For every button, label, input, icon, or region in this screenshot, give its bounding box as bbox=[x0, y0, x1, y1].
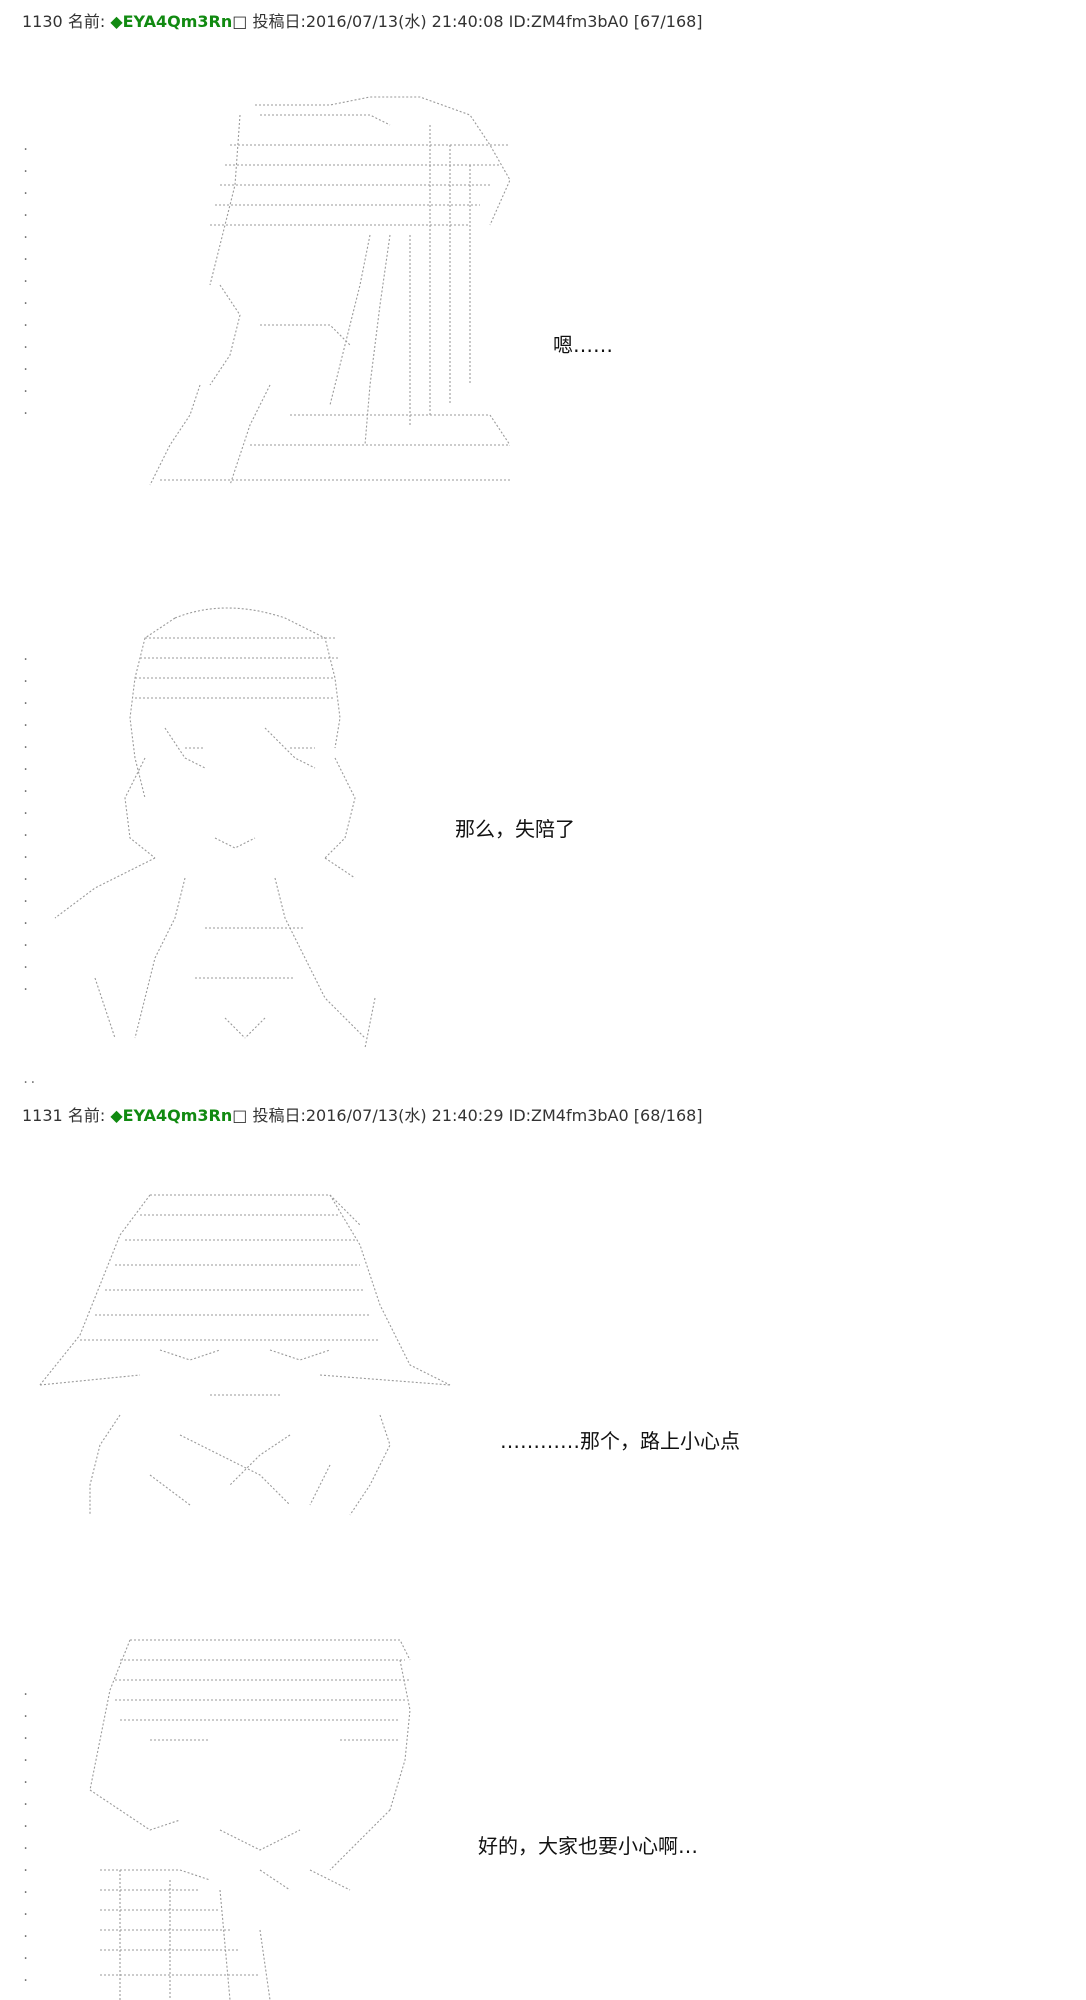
left-margin-dots: . . . . . . . . . . . . . bbox=[22, 139, 30, 417]
post-datetime: 2016/07/13(水) 21:40:29 bbox=[305, 1106, 504, 1125]
post-number: 1131 bbox=[22, 1106, 63, 1125]
speech-text: 嗯…… bbox=[553, 333, 613, 357]
ascii-art-figure-4 bbox=[60, 1630, 440, 2000]
left-margin-dots: . . . . . . . . . . . . . . . . bbox=[22, 649, 30, 993]
speech-text: 好的，大家也要小心啊… bbox=[478, 1834, 698, 1858]
name-label: 名前: bbox=[67, 12, 106, 31]
post-header: 1131 名前: ◆EYA4Qm3Rn□ 投稿日:2016/07/13(水) 2… bbox=[22, 1106, 703, 1126]
left-margin-dots: . . . . . . . . . . . . . . bbox=[22, 1684, 30, 1984]
post-header: 1130 名前: ◆EYA4Qm3Rn□ 投稿日:2016/07/13(水) 2… bbox=[22, 12, 703, 32]
poster-trip[interactable]: ◆EYA4Qm3Rn bbox=[110, 12, 233, 31]
post-number: 1130 bbox=[22, 12, 63, 31]
poster-id[interactable]: ID:ZM4fm3bA0 bbox=[508, 1106, 629, 1125]
date-label: 投稿日: bbox=[252, 1106, 306, 1125]
date-label: 投稿日: bbox=[252, 12, 306, 31]
poster-trip[interactable]: ◆EYA4Qm3Rn bbox=[110, 1106, 233, 1125]
speech-text: 那么，失陪了 bbox=[455, 817, 575, 841]
speech-text: …………那个，路上小心点 bbox=[500, 1429, 740, 1453]
ascii-art-figure-2 bbox=[35, 598, 395, 1058]
post-datetime: 2016/07/13(水) 21:40:08 bbox=[305, 12, 504, 31]
post-count: [68/168] bbox=[633, 1106, 703, 1125]
post-count: [67/168] bbox=[633, 12, 703, 31]
ascii-art-figure-1 bbox=[70, 85, 510, 505]
box-glyph: □ bbox=[232, 1106, 248, 1125]
ascii-art-figure-3 bbox=[30, 1185, 460, 1535]
poster-id[interactable]: ID:ZM4fm3bA0 bbox=[508, 12, 629, 31]
name-label: 名前: bbox=[67, 1106, 106, 1125]
separator-dots: .. bbox=[22, 1072, 37, 1086]
box-glyph: □ bbox=[232, 12, 248, 31]
